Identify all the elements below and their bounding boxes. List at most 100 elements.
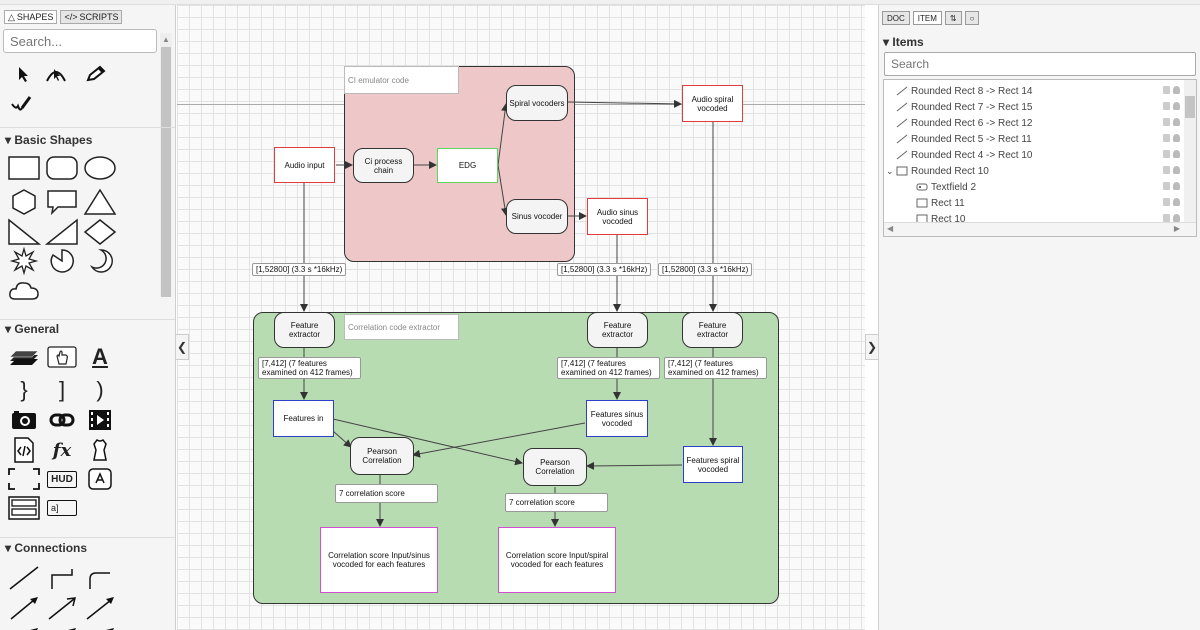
moon-shape-icon[interactable] [84,248,116,274]
edge-label-correlation-1[interactable]: 7 correlation score [335,484,438,503]
visibility-bulb-icon[interactable] [1173,86,1180,94]
node-feature-extractor-3[interactable]: Feature extractor [682,312,743,348]
callout-shape-icon[interactable] [46,189,78,215]
palette-search-input[interactable] [3,29,157,53]
node-feature-extractor-1[interactable]: Feature extractor [274,312,335,348]
mannequin-icon[interactable] [84,437,116,463]
visibility-bulb-icon[interactable] [1173,182,1180,190]
node-sinus-vocoder[interactable]: Sinus vocoder [506,199,568,234]
arrow-line-icon[interactable] [46,621,78,630]
arrow-line-icon[interactable] [8,621,40,630]
bezier-tool-icon[interactable] [40,61,72,87]
chevron-down-icon[interactable]: ⌄ [886,166,896,177]
edge-spiral-to-audio[interactable] [568,102,681,104]
tab-doc[interactable]: DOC [882,11,910,25]
lock-icon[interactable] [1163,166,1170,174]
label-button-icon[interactable] [84,466,116,492]
edge-in-to-pearson1[interactable] [333,431,351,447]
link-icon[interactable] [46,407,78,433]
tree-scrollbar[interactable] [1184,80,1196,222]
rounded-rectangle-shape-icon[interactable] [46,155,78,181]
lock-icon[interactable] [1163,102,1170,110]
visibility-bulb-icon[interactable] [1173,214,1180,222]
lock-icon[interactable] [1163,214,1170,222]
pie-shape-icon[interactable] [46,248,78,274]
curved-line-icon[interactable] [84,565,116,591]
code-file-icon[interactable] [8,437,40,463]
edge-label-features-3[interactable]: [7,412] (7 features examined on 412 fram… [664,357,767,379]
collapse-right-panel-button[interactable]: ❯ [865,334,878,360]
section-general[interactable]: ▾ General [5,322,59,336]
open-arrow-line-icon[interactable] [46,595,78,621]
visibility-bulb-icon[interactable] [1173,134,1180,142]
section-connections[interactable]: ▾ Connections [5,541,87,555]
edge-spiral-to-pearson2[interactable] [587,465,682,466]
tree-item[interactable]: Rounded Rect 7 -> Rect 15 [884,99,1184,115]
parenthesis-icon[interactable]: ) [84,377,116,403]
node-score-input-sinus[interactable]: Correlation score Input/sinus vocoded fo… [320,527,438,593]
star-burst-shape-icon[interactable] [8,248,40,274]
arrow-line-icon[interactable] [8,595,40,621]
edge-label-features-2[interactable]: [7,412] (7 features examined on 412 fram… [557,357,660,379]
node-audio-sinus-vocoded[interactable]: Audio sinus vocoded [587,198,648,235]
visibility-bulb-icon[interactable] [1173,102,1180,110]
edge-label-features-1[interactable]: [7,412] (7 features examined on 412 fram… [258,357,361,379]
lock-icon[interactable] [1163,134,1170,142]
tree-item[interactable]: Textfield 2 [884,179,1184,195]
hud-icon[interactable]: HUD [46,466,78,492]
tab-connections[interactable]: ⇅ [945,11,962,25]
visibility-bulb-icon[interactable] [1173,118,1180,126]
rectangle-shape-icon[interactable] [8,155,40,181]
collapse-left-panel-button[interactable]: ❮ [176,334,189,360]
visibility-bulb-icon[interactable] [1173,198,1180,206]
bracket-icon[interactable]: ] [46,377,78,403]
node-score-input-spiral[interactable]: Correlation score Input/spiral vocoded f… [498,527,616,593]
lock-icon[interactable] [1163,198,1170,206]
edge-edg-to-sinus[interactable] [498,165,506,215]
node-feature-extractor-2[interactable]: Feature extractor [587,312,648,348]
tree-horizontal-scrollbar[interactable]: ◀▶ [884,222,1196,236]
lock-icon[interactable] [1163,150,1170,158]
node-ci-process-chain[interactable]: Ci process chain [353,148,414,183]
palette-scrollbar[interactable]: ▲ [160,33,172,295]
form-layout-icon[interactable] [8,495,40,521]
cloud-shape-icon[interactable] [8,277,40,303]
right-triangle-shape-icon[interactable] [8,219,40,245]
right-triangle-flipped-shape-icon[interactable] [46,219,78,245]
edge-label-samples-3[interactable]: [1,52800] (3.3 s *16kHz) [658,263,752,276]
lock-icon[interactable] [1163,86,1170,94]
node-pearson-correlation-2[interactable]: Pearson Correlation [523,448,587,486]
camera-icon[interactable] [8,407,40,433]
tree-item[interactable]: Rounded Rect 6 -> Rect 12 [884,115,1184,131]
visibility-bulb-icon[interactable] [1173,166,1180,174]
tree-item[interactable]: ⌄Rounded Rect 10 [884,163,1184,179]
node-features-sinus-vocoded[interactable]: Features sinus vocoded [586,400,648,437]
edge-label-samples-2[interactable]: [1,52800] (3.3 s *16kHz) [557,263,651,276]
straight-line-icon[interactable] [8,565,40,591]
scroll-left-icon[interactable]: ◀ [887,224,893,233]
orthogonal-line-icon[interactable] [46,565,78,591]
tab-scripts[interactable]: </> SCRIPTS [60,10,122,24]
lock-icon[interactable] [1163,118,1170,126]
freehand-tool-icon[interactable] [6,91,38,117]
node-audio-input[interactable]: Audio input [274,147,335,183]
edge-edg-to-spiral[interactable] [498,104,506,165]
tree-item[interactable]: Rect 11 [884,195,1184,211]
frame-corners-icon[interactable] [8,466,40,492]
pointer-tool-icon[interactable] [8,61,40,87]
edge-label-samples-1[interactable]: [1,52800] (3.3 s *16kHz) [252,263,346,276]
items-section-title[interactable]: ▾ Items [883,35,924,49]
scrollbar-thumb[interactable] [161,47,171,297]
tab-shapes[interactable]: △ SHAPES [4,10,57,24]
hexagon-shape-icon[interactable] [8,189,40,215]
tree-item[interactable]: Rounded Rect 5 -> Rect 11 [884,131,1184,147]
video-icon[interactable] [84,407,116,433]
text-input-icon[interactable]: a] [46,495,78,521]
triangle-shape-icon[interactable] [84,189,116,215]
function-icon[interactable]: fx [46,437,78,463]
node-spiral-vocoders[interactable]: Spiral vocoders [506,85,568,121]
node-audio-spiral-vocoded[interactable]: Audio spiral vocoded [682,85,743,122]
pencil-tool-icon[interactable] [80,61,112,87]
tree-item[interactable]: Rounded Rect 4 -> Rect 10 [884,147,1184,163]
scrollbar-thumb[interactable] [1185,96,1195,118]
